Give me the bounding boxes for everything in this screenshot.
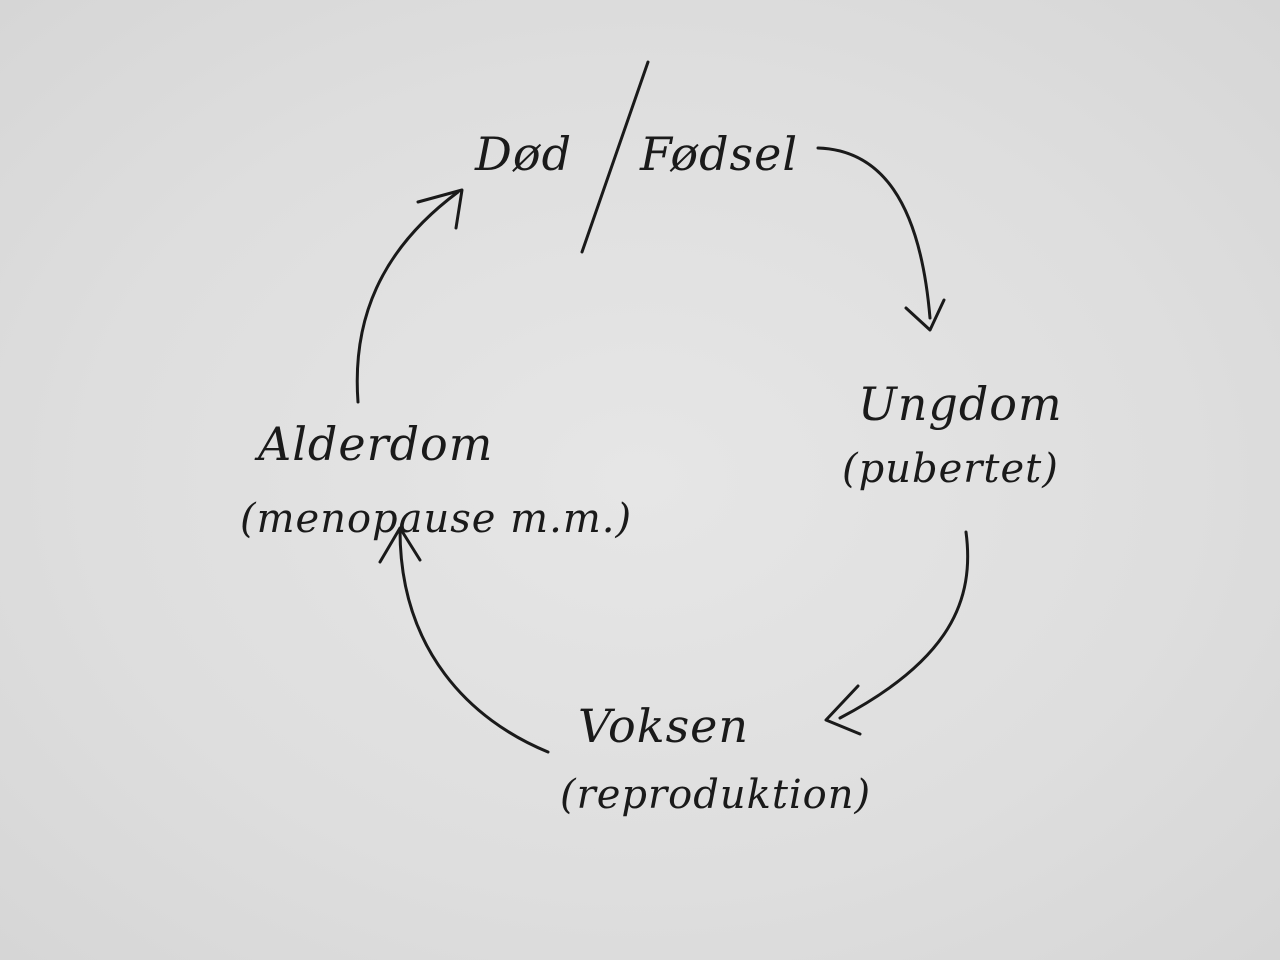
- node-death: Død: [474, 127, 572, 181]
- node-adult-title: Voksen: [578, 699, 749, 753]
- slash-divider: [580, 60, 650, 254]
- node-adult-subtitle: (reproduktion): [560, 772, 871, 818]
- node-birth: Fødsel: [639, 127, 798, 181]
- node-youth-subtitle: (pubertet): [842, 446, 1059, 492]
- node-youth-title: Ungdom: [858, 377, 1063, 431]
- arrow-old-age-to-death: [355, 188, 464, 404]
- arrow-adult-to-old-age: [378, 526, 550, 754]
- arrow-youth-to-adult: [824, 530, 970, 736]
- node-old-age-subtitle: (menopause m.m.): [240, 496, 632, 542]
- arrow-birth-to-youth: [816, 146, 946, 332]
- node-old-age-title: Alderdom: [254, 417, 493, 471]
